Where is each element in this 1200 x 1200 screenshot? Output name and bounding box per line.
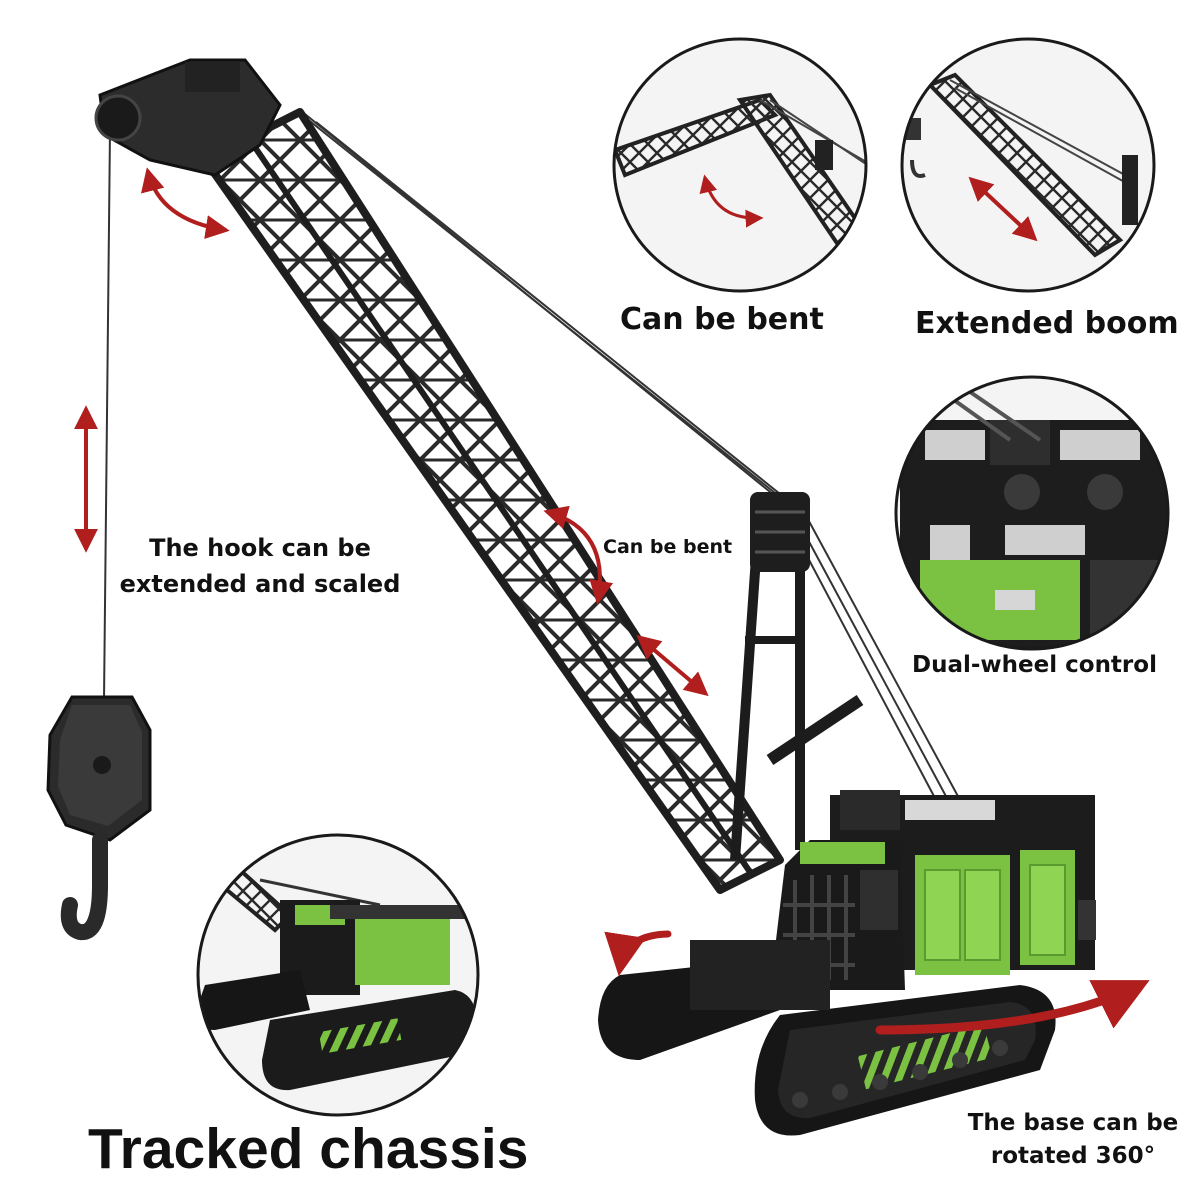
inset-bent: [612, 37, 868, 293]
hook-block-icon: [46, 695, 152, 941]
can-be-bent-label: Can be bent: [620, 302, 824, 337]
extended-boom-label: Extended boom: [915, 306, 1179, 341]
extend-arrow-mid: [636, 634, 709, 697]
crane-body: [830, 790, 1096, 975]
inset-tracked-chassis: [196, 833, 480, 1117]
base-label-line1: The base can be: [967, 1110, 1179, 1136]
rotation-arrow-left: [604, 930, 672, 977]
indicator-arrows: [74, 167, 709, 697]
hook-rope: [103, 129, 111, 701]
inset-dual-wheel: [894, 375, 1170, 651]
mast-pulley-icon: [750, 492, 810, 572]
bend-arrow-mid: [543, 505, 614, 605]
tracked-chassis-label: Tracked chassis: [88, 1117, 529, 1181]
inset-extended-boom: [900, 37, 1156, 293]
hook-label-line1: The hook can be: [149, 534, 371, 562]
hook-label: The hook can be extended and scaled: [100, 530, 420, 602]
base-rotation-label: The base can be rotated 360°: [958, 1107, 1188, 1173]
rotation-arrow-right: [875, 980, 1150, 1035]
dual-wheel-control-label: Dual-wheel control: [912, 652, 1157, 678]
can-be-bent-mid-label: Can be bent: [603, 536, 733, 558]
hook-rotate-arrow: [141, 167, 230, 239]
base-label-line2: rotated 360°: [990, 1143, 1156, 1169]
pulley-icon: [94, 58, 282, 177]
hook-label-line2: extended and scaled: [119, 570, 401, 598]
